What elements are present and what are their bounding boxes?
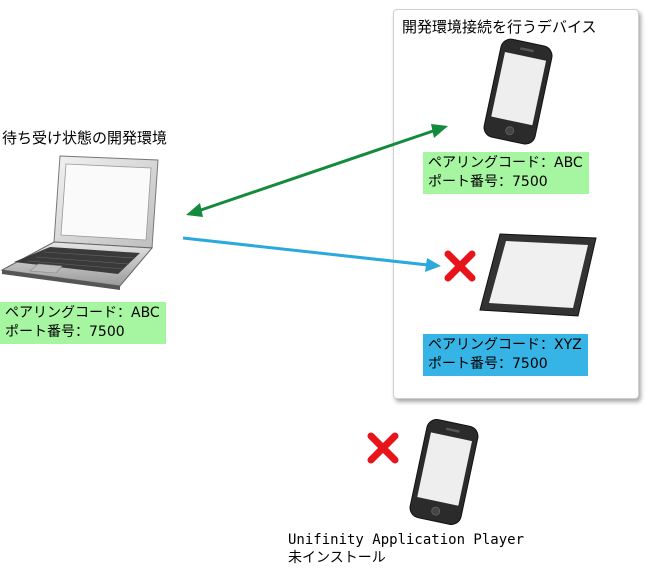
tablet-x-mark-icon — [444, 250, 476, 282]
dev-env-title: 待ち受け状態の開発環境 — [2, 129, 168, 147]
phone-connected-label: ペアリングコード：ABC ポート番号：7500 — [423, 152, 589, 194]
dev-env-label: ペアリングコード：ABC ポート番号：7500 — [0, 302, 166, 344]
failed-connection-arrow — [182, 236, 441, 272]
tablet-port: ポート番号：7500 — [428, 356, 548, 372]
device-group-title: 開発環境接続を行うデバイス — [402, 18, 597, 36]
not-installed-status: 未インストール — [288, 550, 386, 566]
phone-not-installed-icon — [409, 419, 479, 525]
not-installed-app-name: Unifinity Application Player — [288, 532, 525, 548]
phone-x-mark-icon — [367, 432, 399, 464]
tablet-pairing-code: ペアリングコード：XYZ — [428, 337, 582, 353]
tablet-label: ペアリングコード：XYZ ポート番号：7500 — [423, 334, 588, 376]
phone-connected-pairing-code: ペアリングコード：ABC — [428, 155, 583, 171]
phone-connected-port: ポート番号：7500 — [428, 174, 548, 190]
laptop-icon — [0, 155, 159, 290]
phone-connected-icon — [483, 38, 553, 145]
connection-arrow — [186, 124, 448, 217]
dev-env-port: ポート番号：7500 — [5, 324, 125, 340]
tablet-icon — [479, 233, 597, 317]
dev-env-pairing-code: ペアリングコード：ABC — [5, 305, 160, 321]
